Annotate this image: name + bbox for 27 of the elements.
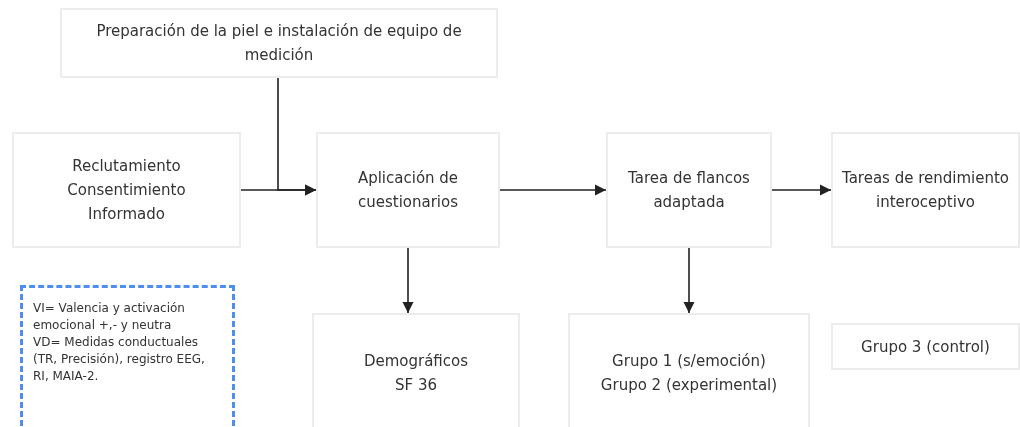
box-text: Grupo 2 (experimental) (600, 375, 778, 396)
process-box (12, 132, 241, 248)
box-text: Grupo 3 (control) (861, 336, 990, 358)
arrow (683, 247, 695, 314)
note-box (20, 285, 235, 427)
box-text: Preparación de la piel e instalación de equipo de medición (95, 21, 463, 66)
arrow (240, 184, 317, 196)
box-text: SF 36 (395, 375, 437, 396)
box-text: Demográficos (363, 351, 469, 372)
box-text: Reclutamiento (72, 156, 181, 177)
box-text: Aplicación de cuestionarios (356, 168, 460, 213)
box-text: VI= Valencia y activación emocional +,- y neutra (33, 300, 186, 334)
arrow (402, 247, 414, 314)
box-text: Informado (88, 204, 165, 225)
box-text: Tarea de flancos adaptada (627, 168, 751, 213)
process-box (312, 313, 520, 427)
box-text: Consentimiento (67, 180, 186, 201)
process-box (568, 313, 810, 427)
box-text: Tareas de rendimiento interoceptivo (841, 168, 1010, 213)
process-box (606, 132, 772, 248)
box-text: VD= Medidas conductuales (TR, Precisión), registro EEG, RI, MAIA-2. (33, 334, 206, 385)
process-box (316, 132, 500, 248)
arrow (771, 184, 832, 196)
arrow (499, 184, 607, 196)
box-text: Grupo 1 (s/emoción) (612, 351, 766, 372)
process-box (831, 132, 1020, 248)
process-box (60, 8, 498, 78)
